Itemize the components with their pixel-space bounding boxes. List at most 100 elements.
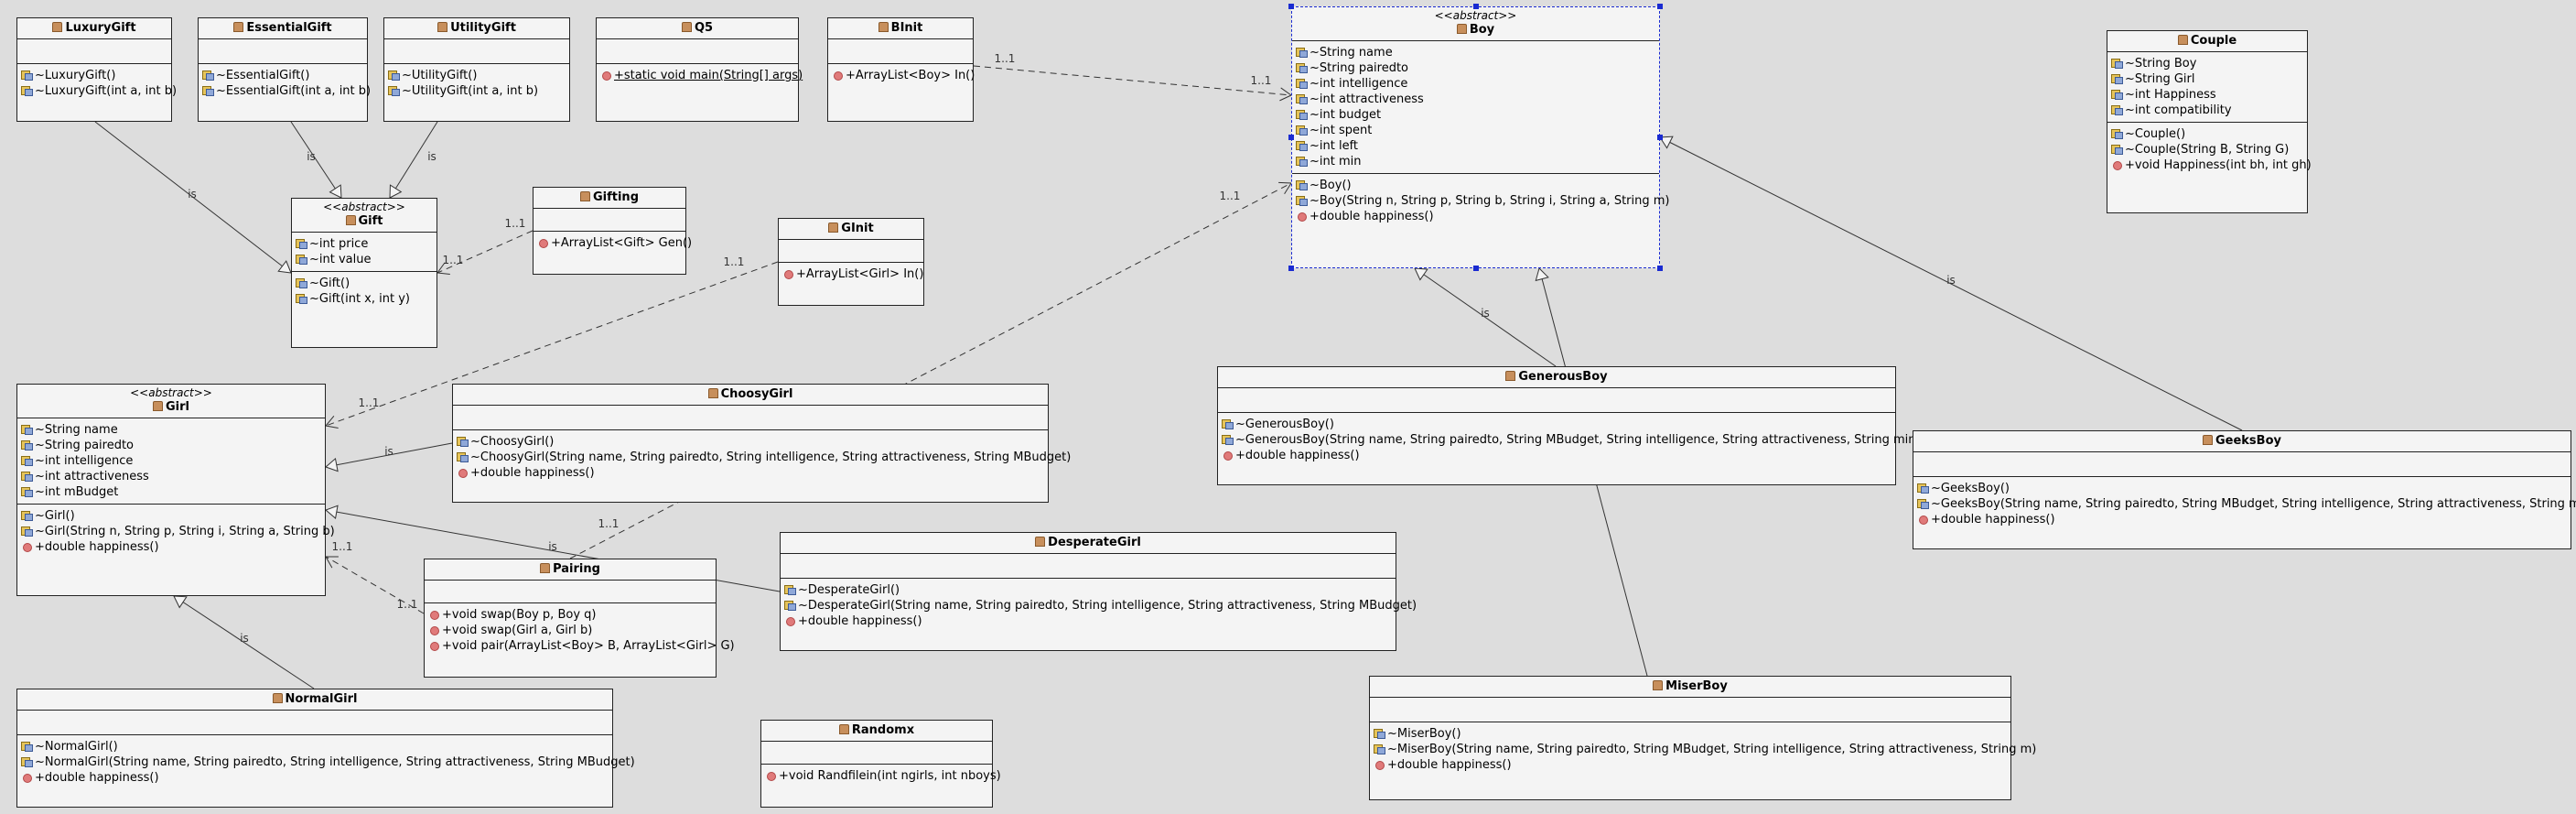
attribute-row[interactable]: ~int price [296,236,433,252]
attribute-row[interactable]: ~int min [1296,154,1655,169]
class-box-normal-girl[interactable]: NormalGirl~NormalGirl()~NormalGirl(Strin… [16,689,635,808]
relation-line[interactable] [173,595,315,689]
method-row[interactable]: ~Gift(int x, int y) [296,291,433,307]
method-row[interactable]: ~Couple(String B, String G) [2111,142,2303,157]
method-row[interactable]: +double happiness() [784,613,1392,629]
method-row[interactable]: +ArrayList<Gift> Gen() [537,235,692,251]
attribute-row[interactable]: ~int attractiveness [21,469,321,484]
attribute-row[interactable]: ~int intelligence [1296,76,1655,92]
method-row[interactable]: ~MiserBoy() [1374,726,2007,742]
method-row[interactable]: ~UtilityGift(int a, int b) [388,83,566,99]
class-box-couple[interactable]: Couple~String Boy~String Girl~int Happin… [2107,30,2312,213]
attribute-row[interactable]: ~int value [296,252,433,267]
relation-line[interactable] [94,121,292,274]
selection-handle[interactable] [1472,266,1479,271]
class-box-boy[interactable]: <<abstract>>Boy~String name~String paire… [1288,4,1670,271]
attribute-row[interactable]: ~String pairedto [21,438,321,453]
relation-line[interactable] [290,121,342,199]
method-row[interactable]: ~Girl(String n, String p, String i, Stri… [21,524,335,539]
method-row[interactable]: ~Couple() [2111,126,2303,142]
method-row[interactable]: +void Happiness(int bh, int gh) [2111,157,2312,173]
relation-essential-gift[interactable]: is [290,121,342,199]
class-box-q5[interactable]: Q5+static void main(String[] args) [596,17,803,122]
class-box-essential-gift[interactable]: EssentialGift~EssentialGift()~EssentialG… [198,17,371,122]
relation-line[interactable] [325,556,425,614]
method-row[interactable]: +static void main(String[] args) [600,68,803,83]
method-row[interactable]: +void pair(ArrayList<Boy> B, ArrayList<G… [428,638,735,654]
relation-line[interactable] [1414,267,1557,367]
method-row[interactable]: ~Boy() [1296,178,1655,193]
method-row[interactable]: ~Boy(String n, String p, String b, Strin… [1296,193,1670,209]
attribute-row[interactable]: ~int spent [1296,123,1655,138]
class-box-gifting[interactable]: Gifting+ArrayList<Gift> Gen() [533,187,692,275]
attribute-row[interactable]: ~int attractiveness [1296,92,1655,107]
method-row[interactable]: +void Randfilein(int ngirls, int nboys) [765,768,1001,784]
method-row[interactable]: ~DesperateGirl() [784,582,1392,598]
selection-handle[interactable] [1288,266,1294,271]
class-box-luxury-gift[interactable]: LuxuryGift~LuxuryGift()~LuxuryGift(int a… [16,17,177,122]
attribute-row[interactable]: ~int compatibility [2111,103,2303,118]
method-row[interactable]: +double happiness() [21,539,321,555]
method-row[interactable]: ~Girl() [21,508,321,524]
relation-line[interactable] [389,121,438,199]
class-box-desperate-girl[interactable]: DesperateGirl~DesperateGirl()~DesperateG… [780,532,1417,651]
method-row[interactable]: +double happiness() [1296,209,1655,224]
method-row[interactable]: ~Gift() [296,276,433,291]
selection-handle[interactable] [1288,4,1294,9]
method-row[interactable]: ~GenerousBoy(String name, String pairedt… [1222,432,1921,448]
selection-handle[interactable] [1657,266,1663,271]
relation-line[interactable] [973,65,1292,96]
class-box-girl[interactable]: <<abstract>>Girl~String name~String pair… [16,384,335,596]
method-row[interactable]: ~GeeksBoy(String name, String pairedto, … [1917,496,2576,512]
attribute-row[interactable]: ~int mBudget [21,484,321,500]
method-row[interactable]: ~LuxuryGift(int a, int b) [21,83,177,99]
relation-gifting-gift[interactable]: 1..11..1 [437,217,534,276]
relation-binit-boy[interactable]: 1..11..1 [973,52,1292,102]
attribute-row[interactable]: ~String name [21,422,321,438]
method-row[interactable]: ~ChoosyGirl() [457,434,1044,450]
attribute-row[interactable]: ~String pairedto [1296,60,1655,76]
method-row[interactable]: +double happiness() [1917,512,2567,527]
method-row[interactable]: +void swap(Boy p, Boy q) [428,607,712,623]
attribute-row[interactable]: ~int Happiness [2111,87,2303,103]
selection-handle[interactable] [1657,135,1663,140]
method-row[interactable]: +double happiness() [1374,757,2007,773]
class-box-utility-gift[interactable]: UtilityGift~UtilityGift()~UtilityGift(in… [383,17,570,122]
method-row[interactable]: ~NormalGirl(String name, String pairedto… [21,754,635,770]
selection-handle[interactable] [1288,135,1294,140]
method-row[interactable]: ~ChoosyGirl(String name, String pairedto… [457,450,1071,465]
method-row[interactable]: ~LuxuryGift() [21,68,167,83]
class-box-gift[interactable]: <<abstract>>Gift~int price~int value~Gif… [291,198,437,348]
selection-handle[interactable] [1472,4,1479,9]
method-row[interactable]: +double happiness() [21,770,609,786]
attribute-row[interactable]: ~int left [1296,138,1655,154]
attribute-row[interactable]: ~int intelligence [21,453,321,469]
method-row[interactable]: +ArrayList<Boy> In() [832,68,975,83]
relation-choosy-girl[interactable]: is [325,442,453,472]
class-box-geeks-boy[interactable]: GeeksBoy~GeeksBoy()~GeeksBoy(String name… [1913,430,2576,549]
relation-line[interactable] [325,442,453,468]
relation-generous-boy[interactable]: is [1414,267,1557,367]
relation-line[interactable] [437,230,534,274]
attribute-row[interactable]: ~String Girl [2111,71,2303,87]
class-box-generous-boy[interactable]: GenerousBoy~GenerousBoy()~GenerousBoy(St… [1217,366,1921,485]
method-row[interactable]: ~MiserBoy(String name, String pairedto, … [1374,742,2036,757]
class-box-miser-boy[interactable]: MiserBoy~MiserBoy()~MiserBoy(String name… [1369,676,2036,800]
method-row[interactable]: ~EssentialGift() [202,68,363,83]
class-box-randomx[interactable]: Randomx+void Randfilein(int ngirls, int … [760,720,1001,808]
class-box-pairing[interactable]: Pairing+void swap(Boy p, Boy q)+void swa… [424,559,735,678]
method-row[interactable]: +double happiness() [1222,448,1892,463]
class-box-ginit[interactable]: GInit+ArrayList<Girl> In() [778,218,924,306]
method-row[interactable]: ~NormalGirl() [21,739,609,754]
relation-luxury-gift[interactable]: is [94,121,292,274]
method-row[interactable]: ~UtilityGift() [388,68,566,83]
attribute-row[interactable]: ~int budget [1296,107,1655,123]
selection-handle[interactable] [1657,4,1663,9]
attribute-row[interactable]: ~String Boy [2111,56,2303,71]
attribute-row[interactable]: ~String name [1296,45,1655,60]
method-row[interactable]: +void swap(Girl a, Girl b) [428,623,712,638]
class-box-binit[interactable]: BInit+ArrayList<Boy> In() [827,17,975,122]
method-row[interactable]: +double happiness() [457,465,1044,481]
method-row[interactable]: ~GenerousBoy() [1222,417,1892,432]
